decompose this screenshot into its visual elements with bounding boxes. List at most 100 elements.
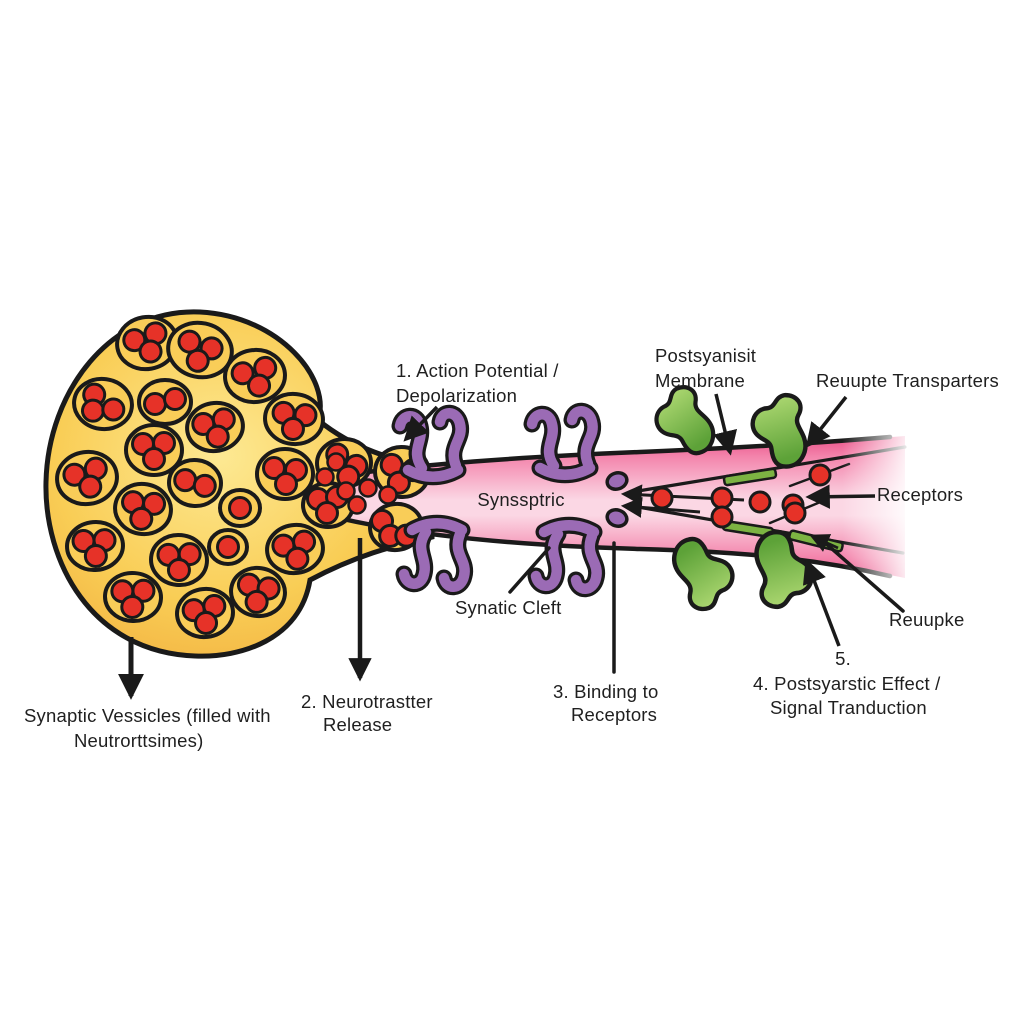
labels-group: 1. Action Potential / Depolarization Pos…	[24, 345, 999, 751]
synaptic-vesicle	[124, 423, 184, 477]
reuptake-transporter-blob	[754, 529, 814, 610]
transporter-blobs-group	[654, 385, 814, 612]
label-pointer-line	[821, 539, 905, 613]
label-reuptake: Reuupke	[889, 609, 964, 630]
label-binding-line2: Receptors	[571, 704, 657, 725]
label-postsynaptic-effect-line1: 4. Postsyarstic Effect /	[753, 673, 941, 694]
label-nt-release-line1: 2. Neurotrastter	[301, 691, 433, 712]
synaptic-vesicle	[229, 565, 287, 619]
label-postsynaptic-membrane-line2: Membrane	[655, 370, 745, 391]
label-reuptake-transporters: Reuupte Transparters	[816, 370, 999, 391]
neurotransmitter-dot	[230, 361, 255, 386]
neurotransmitter-dot	[710, 486, 734, 510]
label-postsynaptic-membrane-line1: Postsyanisit	[655, 345, 756, 366]
neurotransmitter-dot	[710, 505, 734, 529]
label-pointer-arrow	[805, 395, 848, 448]
neurotransmitter-dot	[783, 501, 807, 525]
connectors-group	[118, 393, 905, 700]
label-pointer-arrow	[713, 393, 738, 456]
label-pointer-line	[508, 546, 551, 594]
neurotransmitter-dot	[83, 543, 108, 568]
neurotransmitter-dot	[315, 501, 339, 525]
neurotransmitter-dot	[143, 392, 167, 416]
neurotransmitter-dot	[177, 329, 202, 354]
neurotransmitter-dot	[274, 472, 298, 496]
label-pointer-arrow	[403, 405, 439, 442]
reuptake-transporter-blob	[654, 385, 716, 456]
label-receptors: Receptors	[877, 484, 963, 505]
neurotransmitter-dot	[378, 485, 398, 505]
reuptake-transporter-blob	[672, 536, 735, 612]
neurotransmitter-dot	[192, 473, 217, 498]
free-dots-group	[315, 452, 398, 515]
band-right-fade	[842, 420, 914, 590]
label-binding-line1: 3. Binding to	[553, 681, 658, 702]
synaptic-vesicle	[166, 320, 234, 380]
synaptic-vesicle	[149, 532, 209, 588]
synaptic-vesicle	[255, 447, 315, 501]
label-nt-release-line2: Release	[323, 714, 392, 735]
neurotransmitter-dot	[650, 486, 674, 510]
neurotransmitter-dot	[315, 467, 335, 487]
neurotransmitter-dot	[185, 348, 210, 373]
neurotransmitter-dot	[101, 397, 126, 422]
neurotransmitter-dot	[358, 478, 378, 498]
label-action-potential-line2: Depolarization	[396, 385, 517, 406]
label-vesicle-caption-line2: Neutrorttsimes)	[74, 730, 203, 751]
synaptic-vesicle	[263, 391, 325, 447]
synaptic-vesicle	[265, 522, 325, 576]
neurotransmitter-dot	[129, 506, 154, 531]
neurotransmitter-dot	[326, 452, 346, 472]
label-pointer-arrow	[802, 558, 841, 647]
synaptic-vesicle	[115, 314, 179, 372]
neurotransmitter-dot	[138, 339, 163, 364]
postsynaptic-receptor-cluster	[527, 516, 606, 598]
label-step5: 5.	[835, 648, 851, 669]
reuptake-transporter-blob	[750, 392, 808, 469]
neurotransmitter-dot	[205, 424, 230, 449]
transporter-bar	[722, 467, 778, 487]
receptor-nub	[605, 508, 629, 528]
synaptic-vesicle	[175, 586, 235, 640]
neurotransmitter-dot	[808, 463, 832, 487]
synaptic-vesicle	[65, 519, 125, 573]
synaptic-vesicle	[167, 457, 223, 509]
synaptic-vesicle	[55, 449, 119, 507]
neurotransmitter-dot	[163, 387, 187, 411]
synaptic-vesicle	[207, 528, 249, 566]
vesicles-back-group	[55, 314, 325, 640]
neurotransmitter-dot	[194, 610, 219, 635]
synaptic-vesicle	[185, 400, 245, 454]
postsynaptic-receptor-cluster	[523, 402, 602, 484]
synaptic-vesicle	[137, 378, 193, 426]
neurotransmitter-dot	[216, 535, 240, 559]
synaptic-vesicle	[218, 488, 262, 528]
neurotransmitter-dot	[166, 558, 191, 583]
neurotransmitter-dot	[347, 495, 367, 515]
label-pointer-arrow	[805, 484, 876, 509]
neurotransmitter-dot	[244, 589, 269, 614]
neurotransmitter-dot	[285, 546, 310, 571]
receptor-structures-group	[391, 402, 629, 598]
neurotransmitter-dot	[78, 474, 103, 499]
postsynaptic-receptor-cluster	[391, 404, 470, 486]
label-synaptic-cleft: Synatic Cleft	[455, 597, 561, 618]
neurotransmitter-dot	[142, 447, 166, 471]
label-pointer-arrow	[809, 534, 839, 552]
synaptic-vesicle	[113, 481, 173, 537]
label-postsynaptic-effect-line2: Signal Tranduction	[770, 697, 927, 718]
neurotransmitter-dot	[247, 373, 272, 398]
neurotransmitter-dot	[748, 490, 772, 514]
label-synaptic-band: Synssptric	[477, 489, 564, 510]
label-action-potential-line1: 1. Action Potential /	[396, 360, 559, 381]
synaptic-vesicle	[103, 570, 163, 624]
synaptic-vesicle	[72, 376, 134, 432]
neurotransmitter-dot	[228, 496, 252, 520]
band-dots-group	[650, 463, 832, 529]
neurotransmitter-dot	[120, 594, 145, 619]
postsynaptic-receptor-cluster	[395, 514, 474, 596]
label-vesicle-caption-line1: Synaptic Vessicles (filled with	[24, 705, 271, 726]
neurotransmitter-dot	[336, 481, 356, 501]
